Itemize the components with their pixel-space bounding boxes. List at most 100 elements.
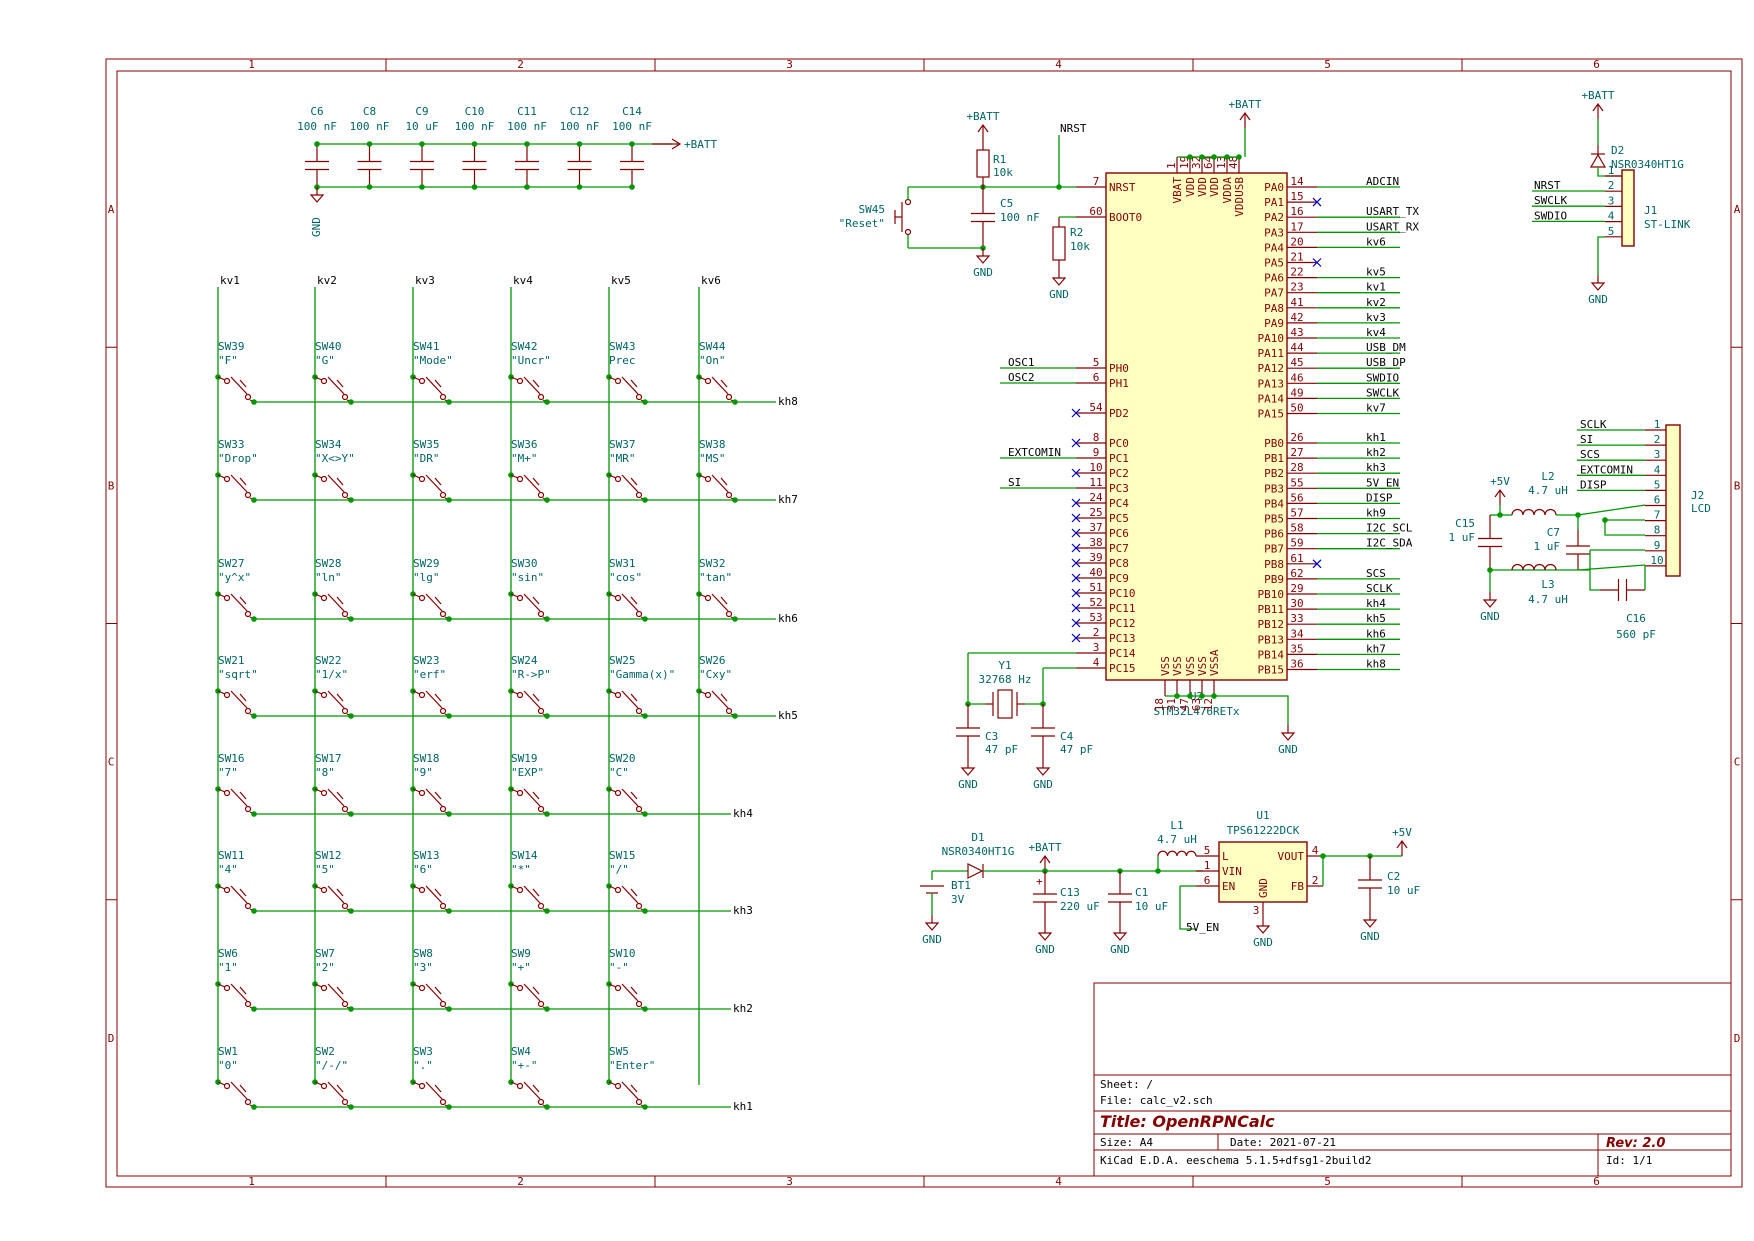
ic-pin-name: VOUT (1278, 850, 1305, 863)
switch-actuator (239, 986, 247, 995)
switch-contact (704, 475, 712, 483)
en-wire (1179, 886, 1196, 930)
gnd-symbol (309, 194, 325, 203)
gnd-symbol (1112, 932, 1128, 941)
connector-pin-number: 6 (1654, 494, 1661, 507)
mcu-pin-number: 56 (1290, 491, 1303, 504)
mcu-pin-name: PC10 (1109, 587, 1136, 600)
no-connect (1071, 528, 1081, 538)
switch-ref: SW20 (609, 752, 636, 765)
lcd-connector: 12345678910SCLKSISCSEXTCOMINDISPJ2LCD+5V… (1449, 418, 1711, 641)
mcu-pin-name: PB13 (1258, 633, 1285, 646)
mcu-pin-name: PC2 (1109, 467, 1129, 480)
junction (1187, 154, 1193, 160)
frame-row-label: C (108, 756, 115, 769)
gnd-symbol (924, 922, 940, 931)
net-label: kh9 (1366, 507, 1386, 520)
mcu-pin-number: 31 (1165, 698, 1178, 711)
junction (471, 184, 478, 190)
net-label: ADCIN (1366, 175, 1399, 188)
switch-value: "y^x" (218, 571, 251, 584)
inductor-value: 4.7 uH (1528, 484, 1568, 497)
switch-contact (704, 691, 712, 699)
net-label: kh1 (1366, 431, 1386, 444)
mcu-pin-name: PC15 (1109, 662, 1136, 675)
switch-lead (314, 474, 323, 479)
switch-value: "-" (609, 961, 629, 974)
net-label: kv3 (1366, 311, 1386, 324)
net-label: SWDIO (1534, 209, 1567, 222)
junction (1211, 693, 1217, 699)
connector-pin-number: 1 (1654, 418, 1661, 431)
mcu-pin-number: 23 (1290, 281, 1303, 294)
switch-contact (320, 691, 328, 699)
row-net-label: kh6 (778, 612, 798, 625)
mcu-pin-number: 38 (1089, 536, 1102, 549)
inductor-ref: L3 (1541, 578, 1554, 591)
ic-pin-name: VIN (1222, 865, 1242, 878)
switch-contact (635, 902, 643, 910)
switch-contact (904, 198, 912, 206)
mcu-pin-name: PC12 (1109, 617, 1136, 630)
gnd-symbol (975, 255, 991, 264)
lcd-wire (1577, 564, 1646, 571)
switch-contact (516, 789, 524, 797)
mcu-pin-number: 11 (1089, 476, 1102, 489)
cap-value: 220 uF (1060, 900, 1100, 913)
cap-ref: C2 (1387, 870, 1400, 883)
mcu-pin-number: 60 (1089, 205, 1102, 218)
junction (1602, 517, 1608, 523)
net-label: I2C_SDA (1366, 537, 1413, 550)
switch-lead (608, 1081, 617, 1086)
switch-lever (230, 593, 248, 612)
switch-contact (223, 594, 231, 602)
net-label: EXTCOMIN (1008, 446, 1061, 459)
switch-lever (425, 1081, 443, 1100)
gnd-label: GND (973, 266, 993, 279)
connector-pin-number: 1 (1608, 164, 1615, 177)
stlink-connector: +BATTD2NSR0340HT1G12345NRSTSWCLKSWDIOGND… (1532, 89, 1691, 306)
ic-pin-number: 3 (1253, 904, 1260, 917)
mcu-pin-name: PC14 (1109, 647, 1136, 660)
mcu-pin-number: 17 (1290, 220, 1303, 233)
switch-contact (439, 707, 447, 715)
switch-contact (418, 789, 426, 797)
mcu-pin-number: 1 (1165, 162, 1178, 169)
no-connect (1312, 258, 1322, 267)
mcu-pin-number: 53 (1089, 611, 1102, 624)
mcu-pin-number: 13 (1215, 156, 1228, 169)
mcu-pin-number: 57 (1290, 507, 1303, 520)
switch-contact (244, 610, 252, 618)
gnd-symbol (1051, 277, 1067, 286)
title-block: Sheet: / File: calc_v2.sch Title: OpenRP… (1093, 982, 1732, 1177)
cap-ref: C10 (465, 105, 485, 118)
net-label: kv2 (1366, 296, 1386, 309)
switch-actuator (434, 1084, 442, 1093)
switch-ref: SW42 (511, 340, 538, 353)
switch-contact (341, 805, 349, 813)
switch-actuator (336, 693, 344, 702)
mcu-pin-name: PA11 (1258, 347, 1285, 360)
mcu-pin-name: PB15 (1258, 664, 1285, 677)
power-symbol (1494, 488, 1506, 498)
switch-value: "Reset" (839, 217, 885, 230)
no-connect (1071, 498, 1081, 508)
gnd-symbol (1362, 919, 1378, 928)
switch-lead (510, 885, 519, 890)
mcu-pin-name: VSS (1196, 656, 1209, 676)
switch-contact (223, 377, 231, 385)
frame-row-label: A (1734, 203, 1741, 216)
ic-pin-name: EN (1222, 880, 1235, 893)
switch-contact (244, 1000, 252, 1008)
switch-lever (621, 474, 639, 493)
no-connect (1071, 573, 1081, 583)
switch-ref: SW29 (413, 557, 440, 570)
switch-contact (320, 789, 328, 797)
switch-contact (537, 805, 545, 813)
power-symbol (1396, 839, 1408, 849)
switch-lead (412, 885, 421, 890)
switch-contact (439, 491, 447, 499)
